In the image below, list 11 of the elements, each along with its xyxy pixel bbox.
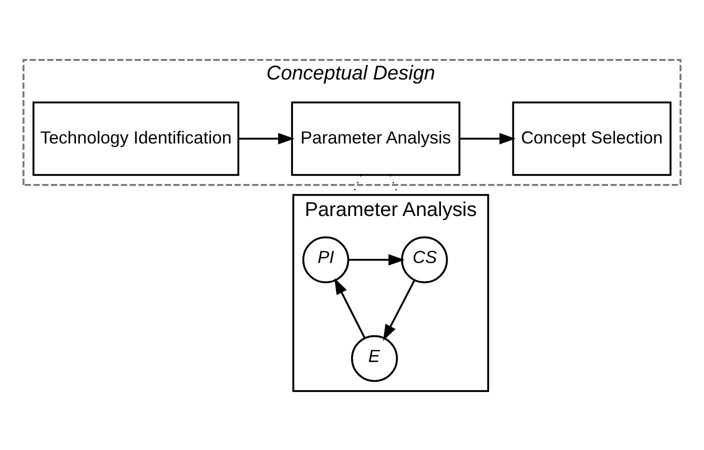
arrow [383,279,416,340]
arrow [460,132,516,144]
node-circle: E [351,334,398,382]
node-circle: CS [401,236,448,283]
node-box: Concept Selection [512,101,672,176]
node-box: Technology Identification [32,101,240,176]
node-circle: PI [302,236,350,283]
arrow [348,254,405,266]
node-box: Parameter Analysis [291,101,460,176]
arrow [238,132,294,144]
arrow [334,278,366,338]
